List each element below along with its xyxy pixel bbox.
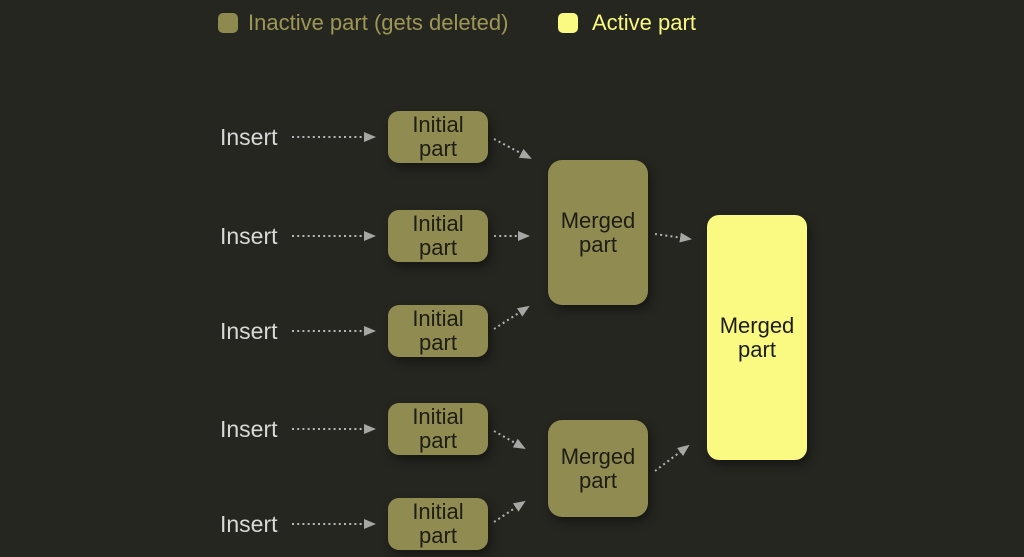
arrow-merged-top-to-final: [654, 232, 692, 243]
initial-part-5: Initial part: [388, 498, 488, 550]
initial-part-4: Initial part: [388, 403, 488, 455]
final-merged-part: Merged part: [707, 215, 807, 460]
insert-label-5: Insert: [220, 511, 278, 537]
insert-label-2: Insert: [220, 223, 278, 249]
merged-part-top: Merged part: [548, 160, 648, 305]
initial-part-2: Initial part: [388, 210, 488, 262]
arrow-initial1-to-merged-top: [493, 138, 532, 159]
initial-part-1: Initial part: [388, 111, 488, 163]
legend-active-label: Active part: [592, 10, 696, 35]
legend-inactive-swatch: [218, 13, 238, 33]
legend-inactive-label: Inactive part (gets deleted): [248, 10, 509, 35]
insert-label-1: Insert: [220, 124, 278, 150]
insert-label-3: Insert: [220, 318, 278, 344]
arrow-initial5-to-merged-bottom: [493, 500, 526, 523]
initial-part-3: Initial part: [388, 305, 488, 357]
arrow-initial3-to-merged-top: [493, 305, 530, 330]
insert-label-4: Insert: [220, 416, 278, 442]
merged-part-bottom: Merged part: [548, 420, 648, 517]
arrow-initial4-to-merged-bottom: [493, 430, 526, 449]
arrow-merged-bottom-to-final: [654, 444, 690, 472]
legend-active-swatch: [558, 13, 578, 33]
